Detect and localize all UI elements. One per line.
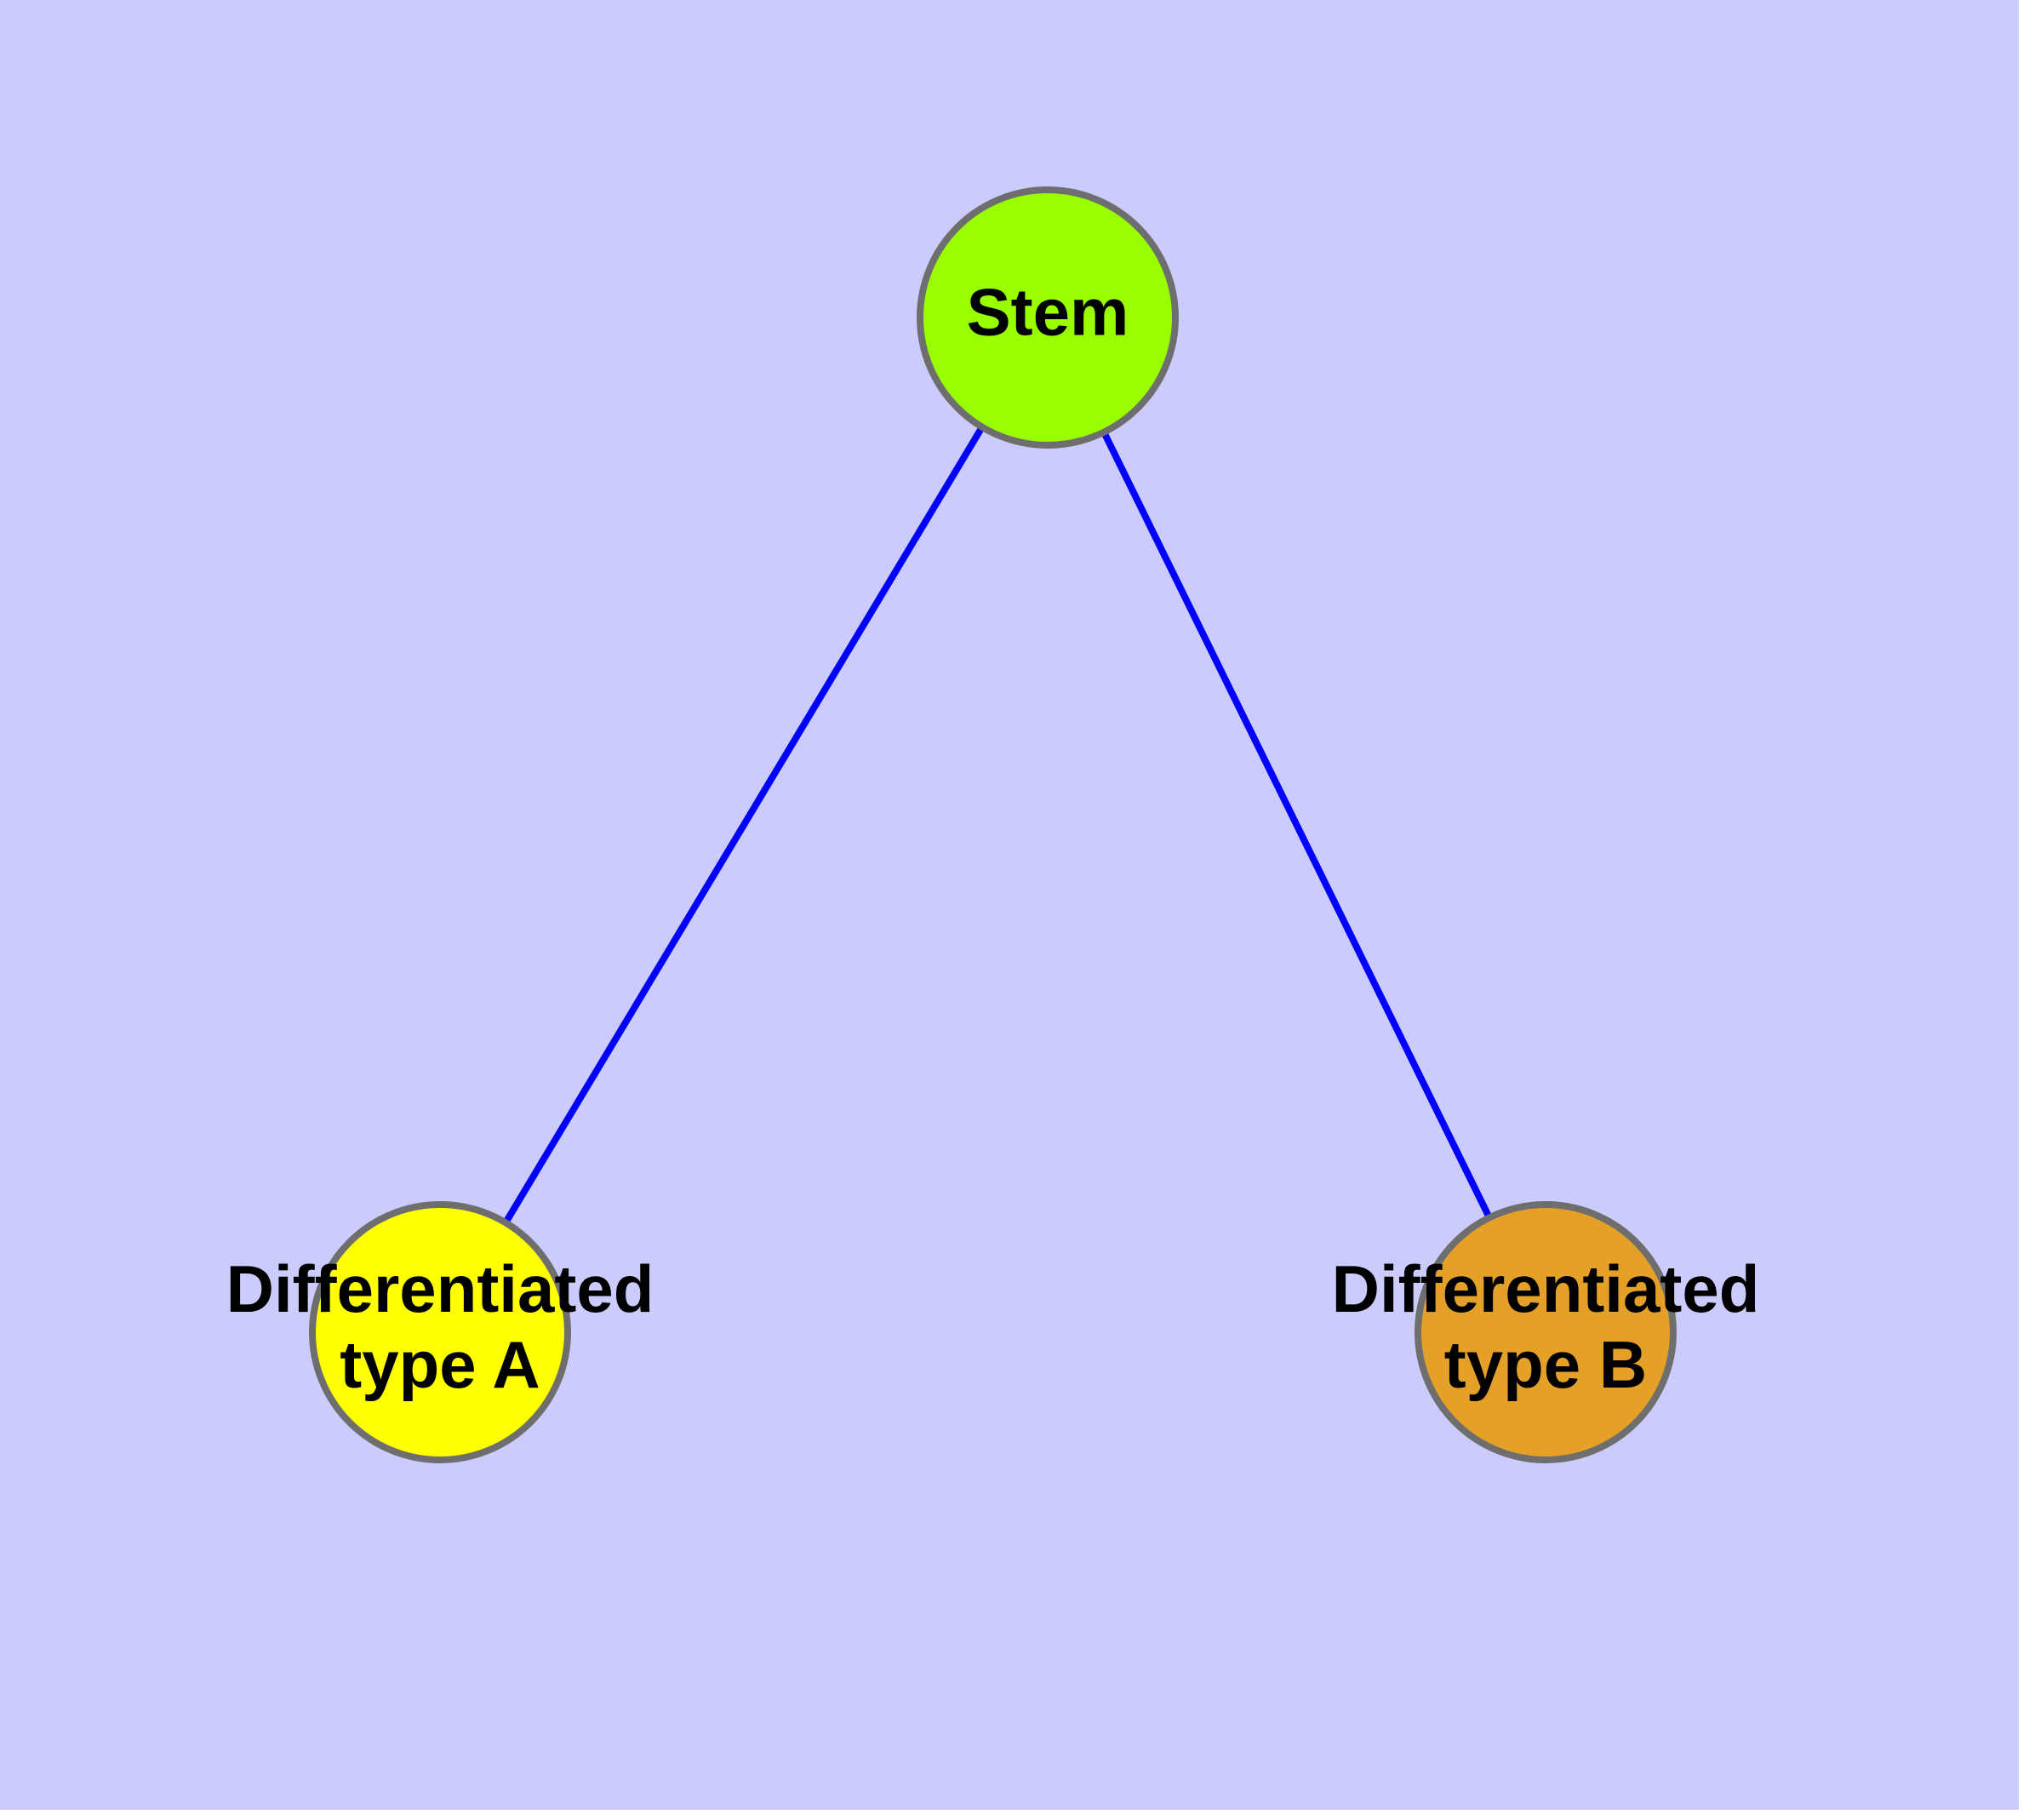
node-stem[interactable]: Stem: [917, 186, 1179, 449]
edge-stem-to-differentiated-type-a[interactable]: [502, 425, 986, 1225]
node-differentiated-type-b[interactable]: Differentiated type B: [1332, 1201, 1760, 1463]
node-differentiated-type-a-label-line2: type A: [340, 1327, 540, 1402]
edges-layer: [502, 425, 1493, 1225]
edge-stem-to-differentiated-type-b[interactable]: [1100, 430, 1493, 1220]
node-differentiated-type-b-label-line2: type B: [1444, 1327, 1647, 1402]
node-stem-label-line1: Stem: [967, 275, 1129, 350]
node-differentiated-type-a-circle[interactable]: [309, 1201, 571, 1463]
node-differentiated-type-b-circle[interactable]: [1415, 1201, 1677, 1463]
node-differentiated-type-a[interactable]: Differentiated type A: [226, 1201, 654, 1463]
node-stem-circle[interactable]: [917, 186, 1179, 449]
nodes-layer: Stem Differentiated type A Differentiate…: [226, 186, 1760, 1463]
node-differentiated-type-b-label-line1: Differentiated: [1332, 1251, 1760, 1326]
node-differentiated-type-a-label-line1: Differentiated: [226, 1251, 654, 1326]
